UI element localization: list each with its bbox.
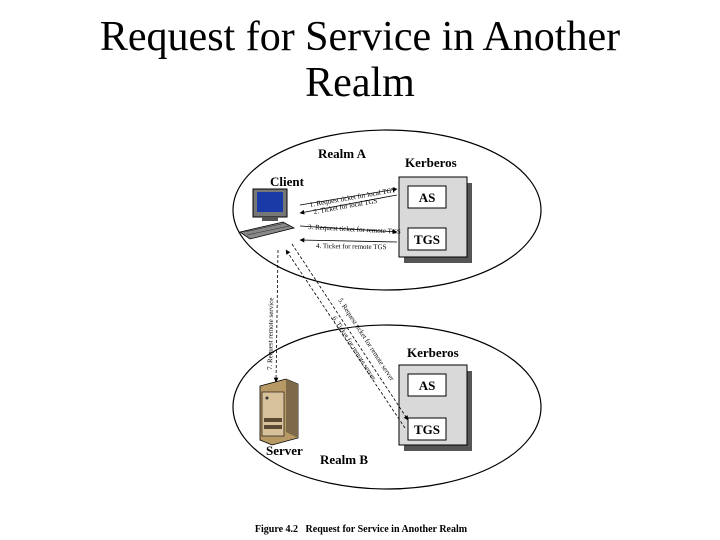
as-b-label: AS (419, 378, 436, 393)
realm-b-ellipse (232, 324, 542, 490)
figure-caption: Figure 4.2 Request for Service in Anothe… (255, 524, 468, 535)
arrow-2-line (299, 194, 398, 215)
realm-b-label: Realm B (320, 452, 368, 467)
kerberos-b-server (398, 364, 472, 451)
arrow-7-line (273, 249, 279, 383)
computer-icon (239, 188, 296, 240)
arrow-4-line (299, 237, 398, 243)
arrow-3-line (299, 225, 398, 235)
server-label: Server (266, 443, 303, 458)
slide-title: Request for Service in Another Realm (0, 14, 720, 106)
slide-title-line-1: Request for Service in Another (99, 14, 621, 60)
as-a-label: AS (419, 190, 436, 205)
realm-a-label: Realm A (318, 146, 367, 161)
tgs-a-box (407, 227, 447, 251)
tgs-b-label: TGS (414, 422, 440, 437)
as-b-box (407, 373, 447, 397)
slide-title-line-2: Realm (305, 60, 415, 106)
kerberos-b-label: Kerberos (407, 345, 459, 360)
server-tower-icon (259, 378, 299, 446)
tgs-a-label: TGS (414, 232, 440, 247)
arrow-4-label: 4. Ticket for remote TGS (316, 242, 387, 251)
arrow-5-line (291, 243, 409, 421)
kerberos-a-server (398, 176, 472, 263)
realm-a-ellipse (232, 129, 542, 291)
arrow-3-label: 3. Request ticket for remote TGS (308, 223, 401, 236)
tgs-b-box (407, 417, 447, 441)
arrow-7-label: 7. Request remote service (266, 298, 275, 370)
kerberos-a-label: Kerberos (405, 155, 457, 170)
as-a-box (407, 185, 447, 209)
client-label: Client (270, 174, 305, 189)
arrow-6-line (285, 249, 406, 429)
arrow-1-line (299, 187, 398, 206)
